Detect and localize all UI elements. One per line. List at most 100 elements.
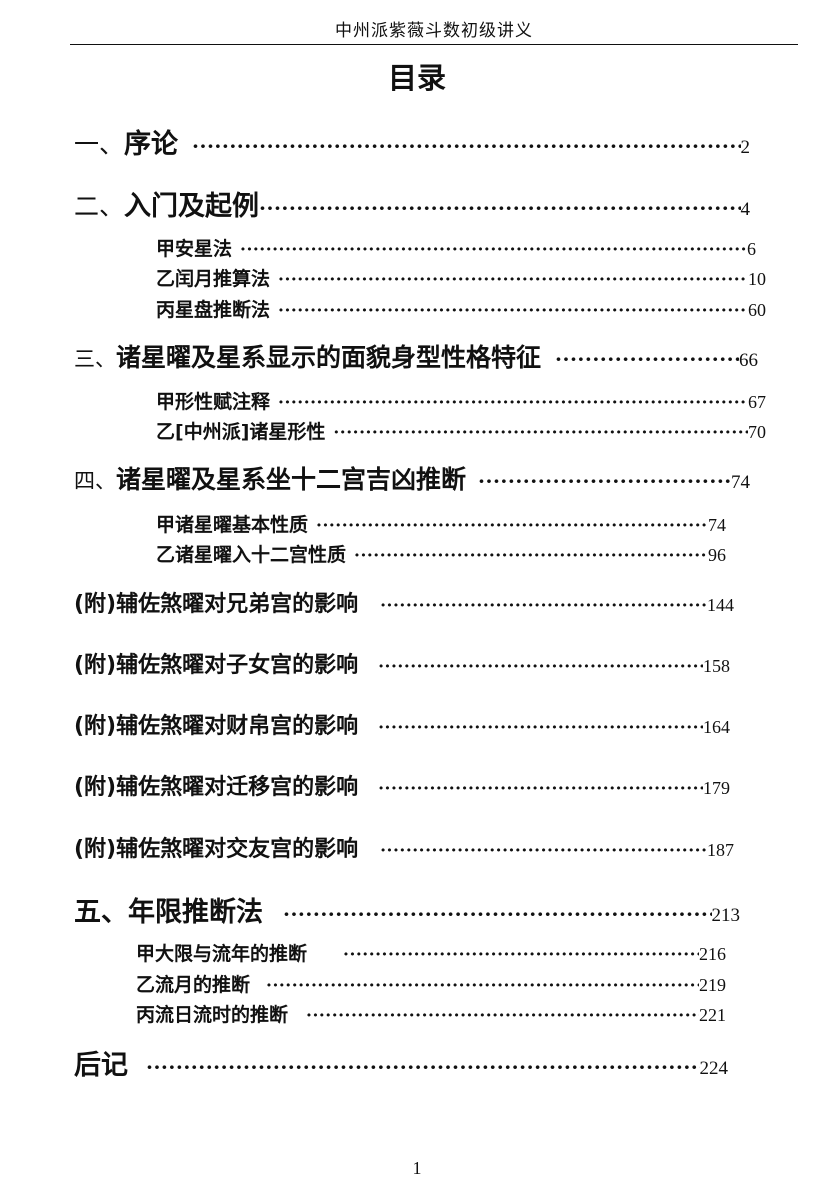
toc-entry-ch5-section[interactable]: 乙 流月的推断 219 [136, 970, 726, 997]
toc-entry-ch5[interactable]: 五、 年限推断法 213 [74, 890, 740, 929]
toc-label: 年限推断法 [128, 897, 263, 928]
toc-leader-dots [555, 347, 739, 371]
toc-page-number: 6 [747, 239, 756, 259]
toc-label: 辅佐煞曜对子女宫的影响 [116, 653, 359, 678]
toc-leader-dots [278, 301, 748, 321]
toc-entry-appendix[interactable]: (附) 辅佐煞曜对财帛宫的影响 164 [74, 708, 730, 740]
toc-label: 入门及起例 [124, 191, 260, 222]
toc-leader-dots [378, 718, 703, 738]
toc-ordinal: 三、 [74, 347, 116, 371]
toc-ordinal: 乙 [156, 421, 176, 443]
toc-ordinal: 四、 [74, 469, 116, 493]
toc-ordinal: 乙 [156, 544, 176, 566]
toc-entry-ch3[interactable]: 三、 诸星曜及星系显示的面貌身型性格特征 66 [74, 338, 758, 374]
toc-ordinal: 甲 [156, 238, 176, 260]
toc-ordinal: 乙 [156, 268, 176, 290]
toc-ordinal: 五、 [74, 897, 128, 928]
toc-ordinal: (附) [74, 837, 117, 862]
toc-entry-ch4[interactable]: 四、 诸星曜及星系坐十二宫吉凶推断 74 [74, 460, 750, 496]
toc-leader-dots [259, 196, 740, 220]
toc-page-number: 219 [699, 975, 726, 995]
toc-label: 星盘推断法 [175, 299, 271, 321]
toc-entry-ch2-section[interactable]: 乙 闰月推算法 10 [156, 264, 766, 291]
toc-label: 诸星曜及星系坐十二宫吉凶推断 [116, 465, 467, 494]
toc-entry-ch5-section[interactable]: 丙 流日流时的推断 221 [136, 1000, 726, 1027]
toc-page-number: 213 [711, 905, 741, 926]
toc-label: 辅佐煞曜对财帛宫的影响 [116, 714, 359, 739]
toc-leader-dots [333, 423, 748, 443]
toc-ordinal: (附) [74, 592, 117, 617]
toc-entry-ch1[interactable]: 一、 序论 2 [74, 122, 750, 161]
toc-label: 辅佐煞曜对迁移宫的影响 [116, 775, 359, 800]
toc-ordinal: 丙 [156, 299, 176, 321]
toc-entry-appendix[interactable]: (附) 辅佐煞曜对交友宫的影响 187 [74, 831, 734, 863]
toc-page-number: 2 [740, 137, 751, 158]
toc-label: 辅佐煞曜对兄弟宫的影响 [116, 592, 359, 617]
running-header: 中州派紫薇斗数初级讲义 [335, 21, 533, 41]
toc-page-number: 70 [748, 422, 766, 442]
toc-leader-dots [343, 945, 699, 965]
toc-label: 诸星曜及星系显示的面貌身型性格特征 [116, 343, 542, 372]
toc-page-number: 224 [699, 1058, 729, 1079]
toc-leader-dots [192, 134, 740, 158]
toc-page-number: 67 [748, 392, 766, 412]
toc-label: 流月的推断 [155, 974, 251, 996]
toc-label: 大限与流年的推断 [155, 943, 308, 965]
toc-leader-dots [378, 779, 703, 799]
toc-leader-dots [283, 902, 712, 926]
page-number: 1 [412, 1158, 422, 1178]
toc-ordinal: 甲 [156, 514, 176, 536]
toc-page-number: 179 [703, 778, 730, 798]
toc-page-number: 10 [748, 269, 766, 289]
toc-entry-ch3-section[interactable]: 乙 [中州派]诸星形性 70 [156, 417, 766, 444]
toc-label: 流日流时的推断 [155, 1004, 289, 1026]
toc-entry-ch5-section[interactable]: 甲 大限与流年的推断 216 [136, 939, 726, 966]
toc-leader-dots [278, 270, 748, 290]
toc-page-number: 66 [739, 350, 758, 371]
toc-page-number: 187 [707, 840, 734, 860]
toc-leader-dots [354, 546, 708, 566]
toc-leader-dots [278, 393, 748, 413]
toc-entry-appendix[interactable]: (附) 辅佐煞曜对子女宫的影响 158 [74, 647, 730, 679]
toc-leader-dots [378, 657, 703, 677]
toc-ordinal: 一、 [74, 130, 125, 159]
toc-entry-ch2-section[interactable]: 丙 星盘推断法 60 [156, 295, 766, 322]
toc-entry-ch4-section[interactable]: 甲 诸星曜基本性质 74 [156, 510, 726, 537]
toc-ordinal: (附) [74, 775, 117, 800]
toc-leader-dots [380, 596, 707, 616]
page-title: 目录 [387, 61, 446, 95]
toc-page-number: 74 [731, 472, 750, 493]
toc-ordinal: 乙 [136, 974, 156, 996]
toc-page-number: 221 [699, 1005, 726, 1025]
header-rule [70, 44, 798, 45]
toc-label: 辅佐煞曜对交友宫的影响 [116, 837, 359, 862]
toc-page-number: 144 [707, 595, 734, 615]
toc-ordinal: 后 [74, 1050, 101, 1081]
toc-page-number: 164 [703, 717, 730, 737]
toc-entry-ch2-section[interactable]: 甲 安星法 6 [156, 234, 756, 261]
toc-entry-appendix[interactable]: (附) 辅佐煞曜对迁移宫的影响 179 [74, 769, 730, 801]
toc-label: 闰月推算法 [175, 268, 271, 290]
toc-leader-dots [266, 976, 699, 996]
toc-label: [中州派]诸星形性 [175, 421, 326, 443]
toc-entry-afterword[interactable]: 后 记 224 [74, 1043, 728, 1082]
toc-page-number: 60 [748, 300, 766, 320]
toc-entry-appendix[interactable]: (附) 辅佐煞曜对兄弟宫的影响 144 [74, 586, 734, 618]
toc-label: 序论 [124, 129, 179, 160]
toc-entry-ch2[interactable]: 二、 入门及起例 4 [74, 184, 750, 223]
toc-ordinal: (附) [74, 714, 117, 739]
toc-label: 形性赋注释 [175, 391, 271, 413]
toc-page-number: 4 [740, 199, 751, 220]
toc-page-number: 74 [708, 515, 726, 535]
toc-label: 诸星曜入十二宫性质 [175, 544, 347, 566]
toc-ordinal: 二、 [74, 192, 125, 221]
toc-entry-ch4-section[interactable]: 乙 诸星曜入十二宫性质 96 [156, 540, 726, 567]
toc-ordinal: (附) [74, 653, 117, 678]
toc-leader-dots [316, 516, 708, 536]
toc-page-number: 216 [699, 944, 726, 964]
toc-label: 诸星曜基本性质 [175, 514, 309, 536]
toc-ordinal: 丙 [136, 1004, 156, 1026]
toc-entry-ch3-section[interactable]: 甲 形性赋注释 67 [156, 387, 766, 414]
toc-label: 安星法 [175, 238, 233, 260]
toc-page-number: 158 [703, 656, 730, 676]
